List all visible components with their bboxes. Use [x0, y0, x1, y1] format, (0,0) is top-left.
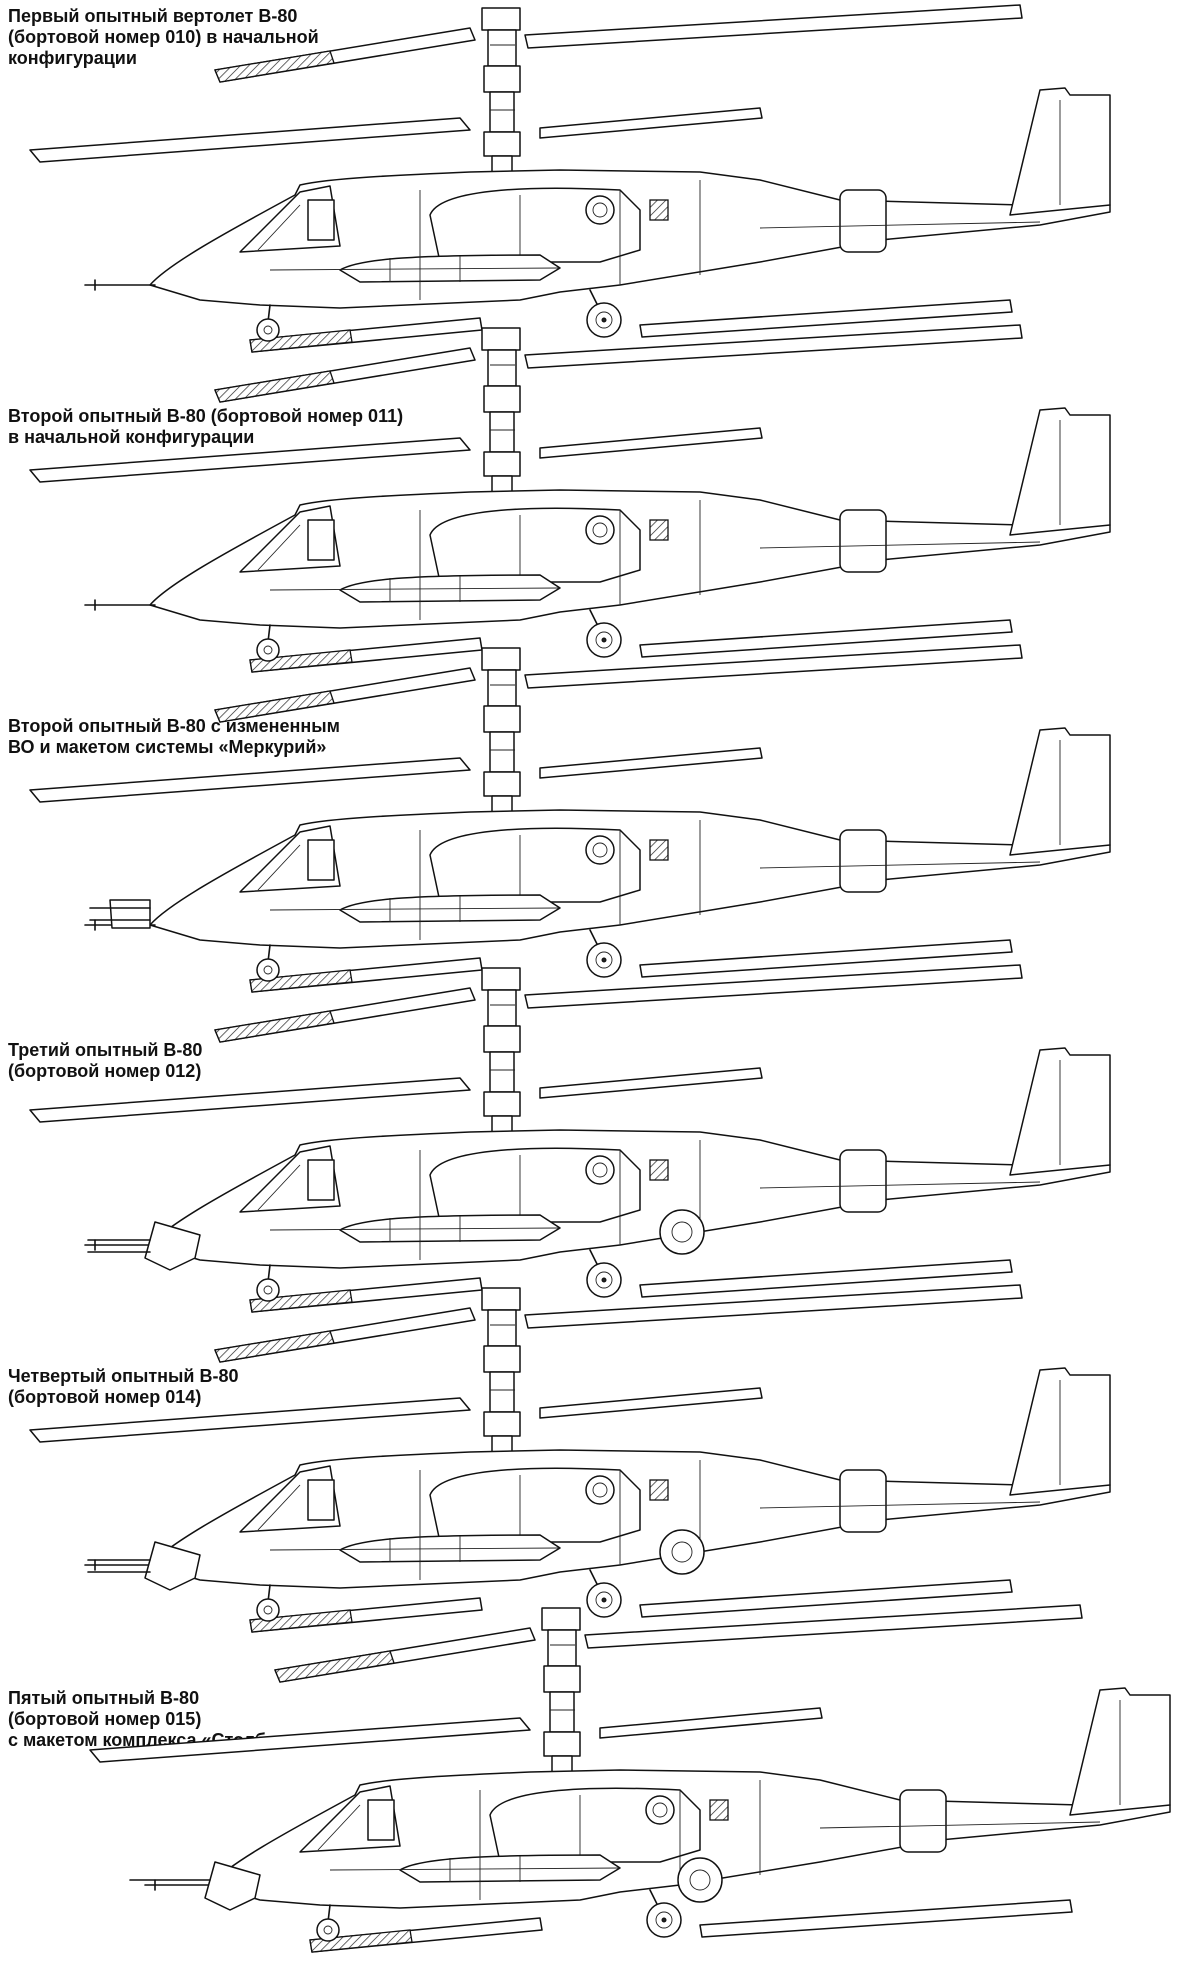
- caption-line: ВО и макетом системы «Меркурий»: [8, 737, 327, 757]
- caption-line: (бортовой номер 014): [8, 1387, 202, 1407]
- helicopter-v012: [29, 964, 1111, 1313]
- caption-line: Второй опытный В-80 (бортовой номер 011): [8, 406, 404, 426]
- helicopter-v011: [29, 324, 1111, 673]
- caption-v010: Первый опытный вертолет В-80 (бортовой н…: [8, 6, 319, 69]
- caption-line: Первый опытный вертолет В-80: [8, 6, 298, 26]
- helicopter-v015: [89, 1604, 1171, 1953]
- caption-line: конфигурации: [8, 48, 137, 68]
- caption-v014: Четвертый опытный В-80 (бортовой номер 0…: [8, 1366, 238, 1408]
- caption-line: (бортовой номер 010) в начальной: [8, 27, 319, 47]
- caption-line: Четвертый опытный В-80: [8, 1366, 239, 1386]
- caption-v011: Второй опытный В-80 (бортовой номер 011)…: [8, 406, 403, 448]
- helicopter-v010: [29, 4, 1111, 353]
- helicopter-v014: [29, 1284, 1111, 1633]
- caption-line: в начальной конфигурации: [8, 427, 255, 447]
- caption-line: (бортовой номер 012): [8, 1061, 202, 1081]
- caption-line: Второй опытный В-80 с измененным: [8, 716, 340, 736]
- helicopter-v011b: [29, 644, 1111, 993]
- caption-v011b: Второй опытный В-80 с измененным ВО и ма…: [8, 716, 340, 758]
- caption-line: (бортовой номер 015): [8, 1709, 202, 1729]
- caption-v012: Третий опытный В-80 (бортовой номер 012): [8, 1040, 202, 1082]
- caption-line: Третий опытный В-80: [8, 1040, 203, 1060]
- caption-line: Пятый опытный В-80: [8, 1688, 200, 1708]
